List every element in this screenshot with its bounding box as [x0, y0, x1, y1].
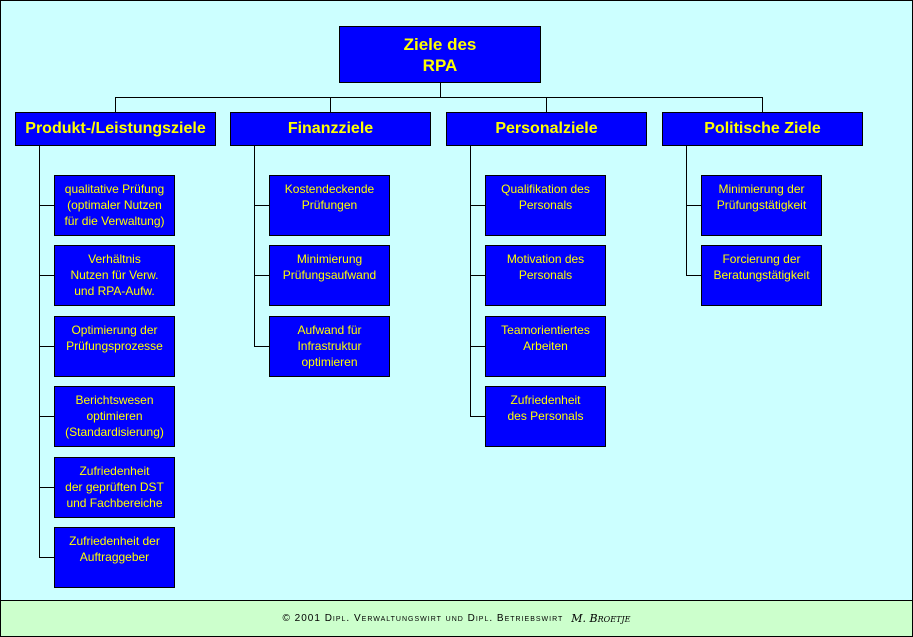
goal-node: Aufwand für Infrastruktur optimieren	[269, 316, 390, 377]
goal-node: Qualifikation des Personals	[485, 175, 606, 236]
connector-line	[546, 97, 547, 112]
connector-line	[254, 275, 269, 276]
connector-line	[115, 97, 762, 98]
copyright-text: © 2001 Dipl. Verwaltungswirt und Dipl. B…	[282, 613, 564, 624]
connector-line	[470, 346, 485, 347]
goal-node: qualitative Prüfung (optimaler Nutzen fü…	[54, 175, 175, 236]
connector-line	[470, 146, 471, 417]
goal-node: Verhältnis Nutzen für Verw. und RPA-Aufw…	[54, 245, 175, 306]
connector-line	[39, 205, 54, 206]
connector-line	[39, 416, 54, 417]
goal-node: Zufriedenheit des Personals	[485, 386, 606, 447]
connector-line	[39, 275, 54, 276]
connector-line	[115, 97, 116, 112]
goal-node: Minimierung Prüfungsaufwand	[269, 245, 390, 306]
connector-line	[330, 97, 331, 112]
connector-line	[470, 275, 485, 276]
goal-node: Zufriedenheit der Auftraggeber	[54, 527, 175, 588]
connector-line	[470, 416, 485, 417]
goal-node: Minimierung der Prüfungstätigkeit	[701, 175, 822, 236]
goal-node: Kostendeckende Prüfungen	[269, 175, 390, 236]
goal-node: Motivation des Personals	[485, 245, 606, 306]
connector-line	[440, 82, 441, 97]
connector-line	[686, 146, 687, 276]
category-node: Produkt-/Leistungsziele	[15, 112, 216, 146]
root-node: Ziele des RPA	[339, 26, 541, 83]
signature: M. Broetje	[571, 612, 631, 625]
connector-line	[762, 97, 763, 112]
connector-line	[39, 146, 40, 557]
connector-line	[39, 346, 54, 347]
connector-line	[470, 205, 485, 206]
category-node: Politische Ziele	[662, 112, 863, 146]
goal-node: Teamorientiertes Arbeiten	[485, 316, 606, 377]
connector-line	[686, 205, 701, 206]
connector-line	[254, 205, 269, 206]
category-node: Finanzziele	[230, 112, 431, 146]
connector-line	[254, 146, 255, 346]
goal-node: Forcierung der Beratungstätigkeit	[701, 245, 822, 306]
connector-line	[39, 557, 54, 558]
footer: © 2001 Dipl. Verwaltungswirt und Dipl. B…	[0, 600, 913, 637]
goal-node: Zufriedenheit der geprüften DST und Fach…	[54, 457, 175, 518]
goal-node: Optimierung der Prüfungsprozesse	[54, 316, 175, 377]
connector-line	[39, 487, 54, 488]
connector-line	[254, 346, 269, 347]
category-node: Personalziele	[446, 112, 647, 146]
goal-node: Berichtswesen optimieren (Standardisieru…	[54, 386, 175, 447]
connector-line	[686, 275, 701, 276]
